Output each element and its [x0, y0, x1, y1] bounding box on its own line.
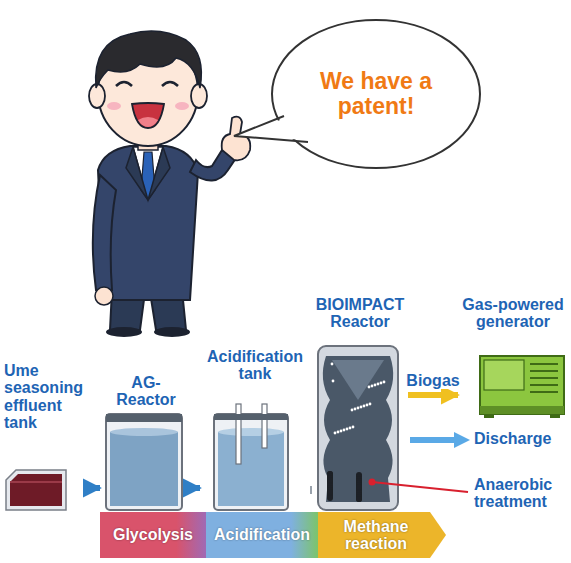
node-label: Ume seasoning effluent tank [4, 362, 86, 431]
bubble [363, 405, 366, 408]
granule [356, 496, 362, 502]
bubble [337, 431, 340, 434]
bubble [360, 406, 363, 409]
acidification-tank [214, 404, 288, 510]
bubble [366, 404, 369, 407]
vent-slot [530, 377, 558, 379]
speech-bubble: We have a patent! [270, 18, 482, 170]
ume-tank [6, 470, 66, 510]
bubble [380, 382, 383, 385]
node-label: AG-Reactor [102, 374, 190, 409]
bioimpact-reactor-vessel [318, 346, 398, 510]
bubble-tail-edge [234, 116, 308, 142]
reactor-node: AG-Reactor [100, 374, 192, 512]
generator-node: Gas-powered generator [458, 296, 568, 420]
granule [327, 489, 333, 495]
granule [327, 495, 333, 501]
vent-slot [530, 370, 558, 372]
granule [356, 484, 362, 490]
vent-slot [530, 363, 558, 365]
tank-node: Acidification tank [200, 348, 310, 512]
bubble [334, 432, 337, 435]
edge-label: Biogas [404, 372, 461, 389]
bubble [332, 380, 335, 383]
bubble [368, 386, 371, 389]
band-label: Glycolysis [102, 526, 204, 543]
ag-reactor-tank [106, 414, 182, 510]
bubble [343, 429, 346, 432]
outlet-label: Discharge [474, 430, 569, 447]
leader-line [369, 479, 469, 493]
process-band: Methane reaction [318, 512, 446, 558]
bubble [354, 408, 357, 411]
process-band: Acidification [206, 512, 318, 558]
bubble [349, 427, 352, 430]
node-label: BIOIMPACT Reactor [314, 296, 406, 331]
band-label: Methane reaction [320, 518, 432, 553]
bubble [383, 381, 386, 384]
bubble [352, 426, 355, 429]
process-band: Glycolysis [100, 512, 206, 558]
pipe [310, 486, 312, 494]
bubble [374, 384, 377, 387]
bubble [331, 363, 334, 366]
granule [356, 484, 362, 490]
presenter-figure [89, 31, 250, 337]
node-label: Acidification tank [202, 348, 308, 383]
node-label: Gas-powered generator [460, 296, 566, 331]
biogas-arrow [408, 392, 458, 398]
flow-arrow [192, 485, 200, 491]
vent-slot [530, 384, 558, 386]
band-label: Acidification [208, 526, 316, 543]
bubble-body [272, 20, 480, 168]
vent-slot [530, 391, 558, 393]
granule [327, 477, 333, 483]
discharge-arrow [410, 432, 470, 448]
flow-arrow [88, 485, 100, 491]
bubble [340, 430, 343, 433]
granule [356, 496, 362, 502]
granule [327, 489, 333, 495]
bubble [369, 403, 372, 406]
tank-node: Ume seasoning effluent tank [2, 362, 88, 512]
bubble [351, 409, 354, 412]
reactor-node: BIOIMPACT Reactor [312, 296, 408, 512]
band-shape [318, 512, 446, 558]
callout-label: Anaerobic treatment [474, 476, 569, 511]
gas-generator [480, 356, 564, 418]
bubble [371, 385, 374, 388]
granule [327, 477, 333, 483]
bubble [346, 428, 349, 431]
bubble [357, 407, 360, 410]
speech-text: We have a patent! [272, 69, 480, 119]
bubble [377, 383, 380, 386]
